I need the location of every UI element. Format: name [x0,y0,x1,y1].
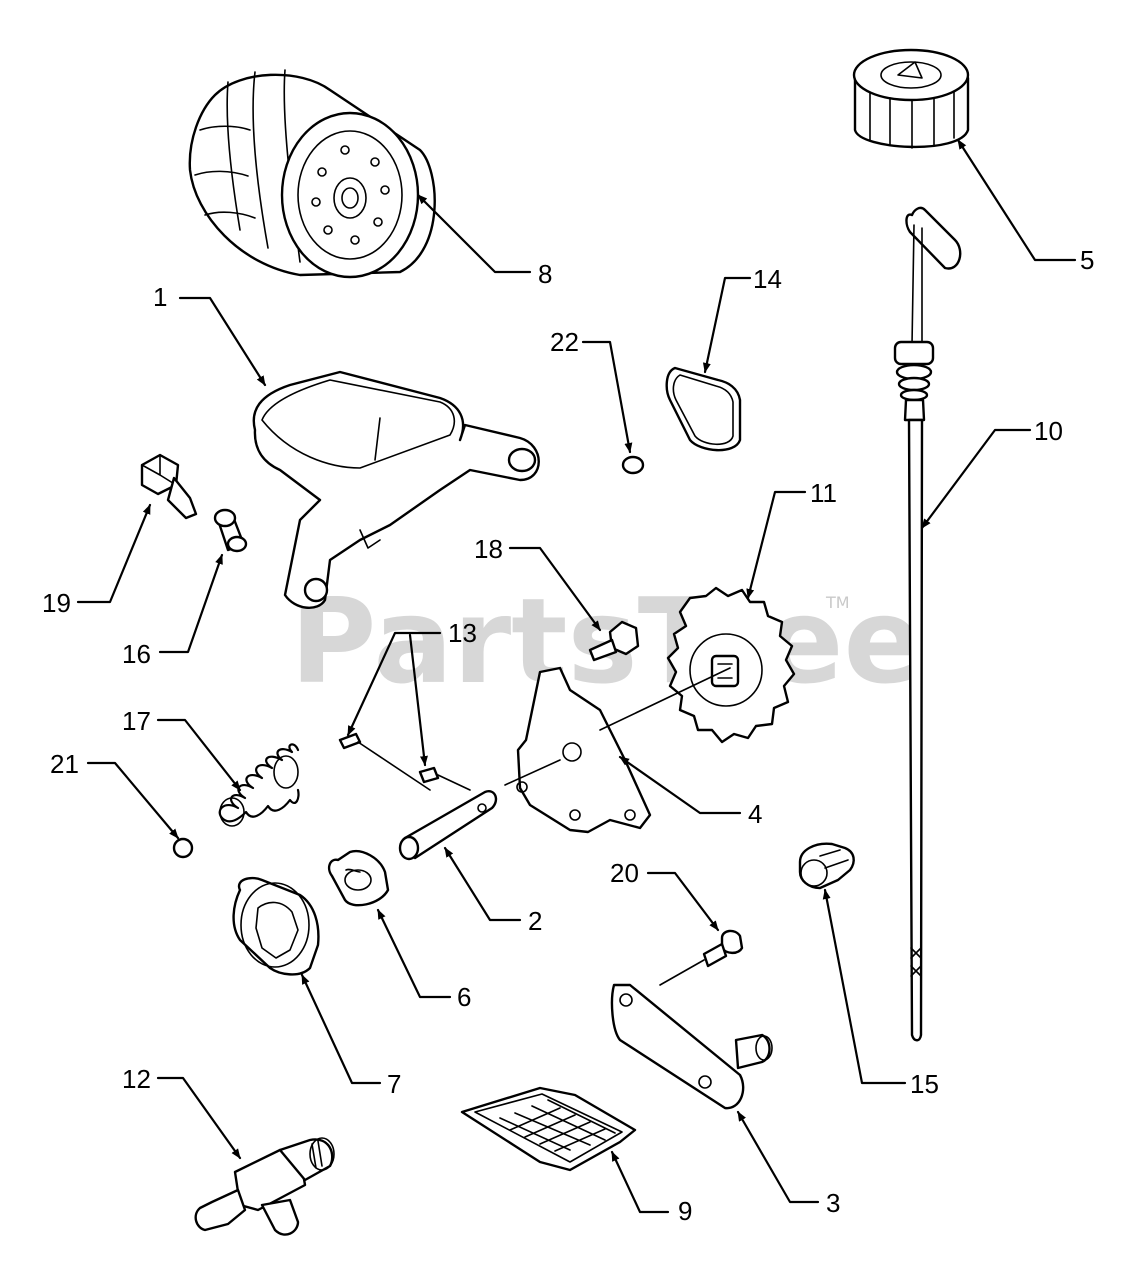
callout-6: 6 [457,982,471,1012]
callout-labels: 1 2 3 4 5 6 7 8 9 10 11 12 13 14 15 16 1… [42,245,1094,1226]
part-spring [218,743,300,827]
part-inner-rotor [327,849,390,907]
callout-16: 16 [122,639,151,669]
part-plug [798,842,855,890]
part-dipstick-cap [852,48,970,149]
callout-10: 10 [1034,416,1063,446]
callout-17: 17 [122,706,151,736]
assembly-axis-gear [599,667,731,731]
part-gear [666,586,796,744]
callout-4: 4 [748,799,762,829]
part-cover-plate [516,666,652,834]
callout-1: 1 [153,282,167,312]
callout-5: 5 [1080,245,1094,275]
part-dipstick [893,206,962,1042]
callout-21: 21 [50,749,79,779]
part-fitting [194,1137,335,1236]
part-gasket [665,366,742,452]
part-bolt-19 [140,453,198,520]
assembly-axis-plate [504,759,561,786]
part-sump-housing [252,370,540,609]
watermark-text: PartsTree [290,572,924,710]
part-oil-filter [188,69,436,279]
part-ball [172,837,194,859]
callout-11: 11 [810,478,837,508]
part-screw [659,929,744,986]
callout-8: 8 [538,259,552,289]
callout-18: 18 [474,534,503,564]
callout-9: 9 [678,1196,692,1226]
part-pins [338,732,471,791]
part-bushing [213,508,248,553]
callout-2: 2 [528,906,542,936]
part-outer-rotor [232,876,320,976]
part-screen [460,1086,637,1172]
leader-lines [76,138,1077,1214]
callout-20: 20 [610,858,639,888]
callout-7: 7 [387,1069,401,1099]
part-pickup-plate [610,983,773,1110]
part-bolt-18 [588,620,640,662]
callout-3: 3 [826,1188,840,1218]
watermark-tm: TM [825,593,850,612]
callout-15: 15 [910,1069,939,1099]
callout-14: 14 [753,264,782,294]
part-shaft [398,790,498,861]
callout-12: 12 [122,1064,151,1094]
callout-19: 19 [42,588,71,618]
watermark: PartsTree TM [290,572,924,710]
callout-13: 13 [448,618,477,648]
part-o-ring [621,455,645,475]
callout-22: 22 [550,327,579,357]
